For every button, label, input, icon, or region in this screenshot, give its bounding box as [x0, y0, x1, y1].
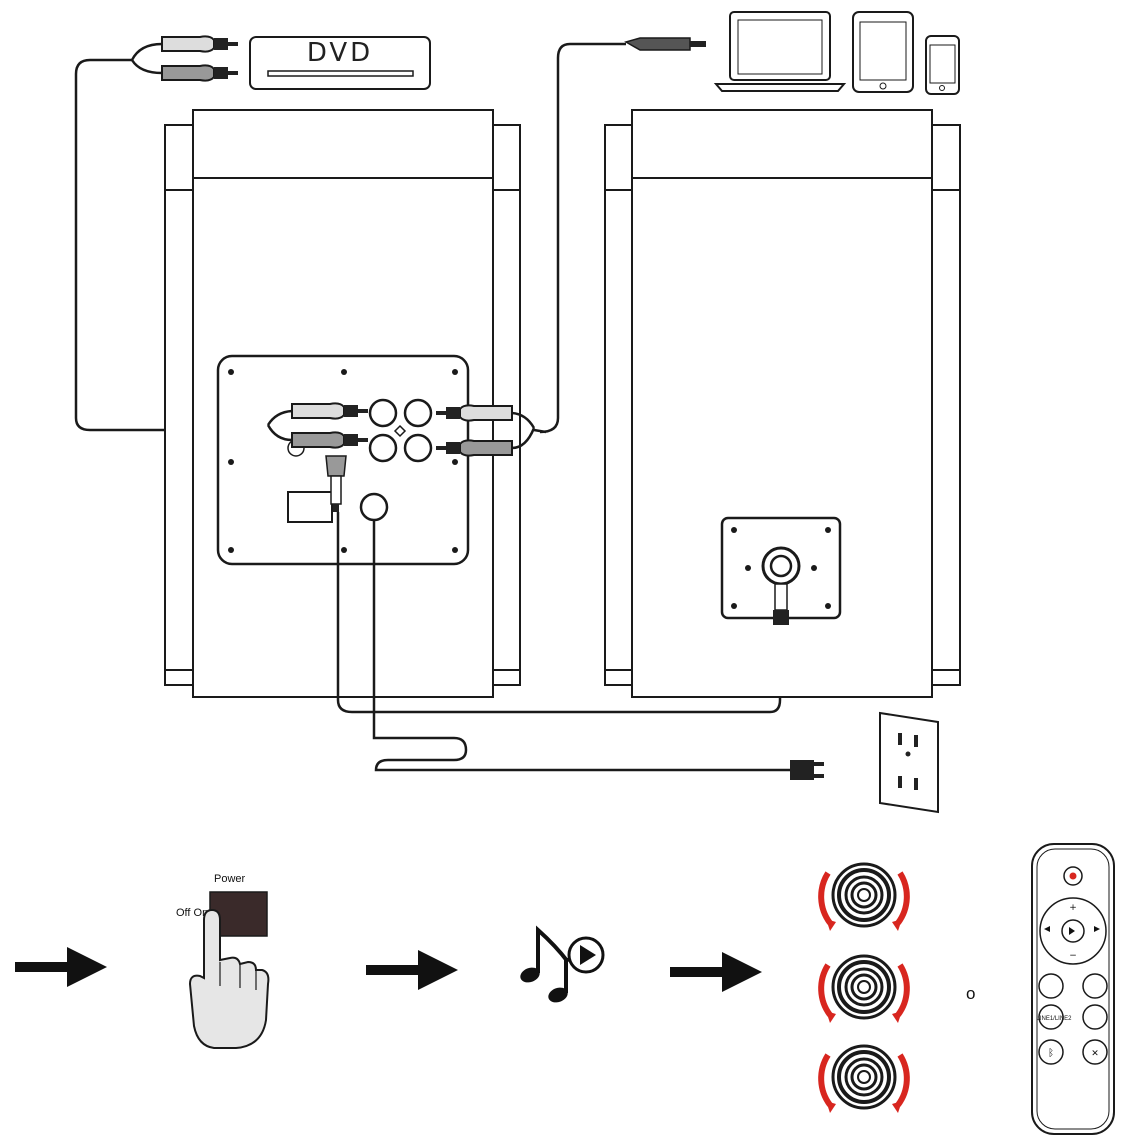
or-label: o [966, 984, 975, 1003]
remote-button-2[interactable] [1082, 973, 1108, 999]
wall-outlet-icon [879, 711, 939, 814]
power-label: Power [214, 873, 246, 885]
remote-button-4[interactable] [1082, 1004, 1108, 1030]
hand-press-icon: Power Off On [176, 873, 270, 1049]
remote-line-label: LINE1/LINE2 [1036, 1016, 1072, 1022]
remote-line-button[interactable] [1038, 1004, 1064, 1030]
dvd-rca-plugs [74, 35, 270, 432]
svg-text:+: + [1069, 903, 1077, 913]
music-play-icon [520, 925, 605, 1003]
power-plug [790, 760, 824, 780]
panel-rca-plugs [266, 402, 547, 457]
power-cable [372, 520, 790, 772]
volume-knob-icon [821, 864, 907, 931]
tablet-icon [852, 11, 914, 93]
treble-knob-icon [821, 1046, 907, 1113]
remote-mute-button[interactable] [1082, 1039, 1108, 1065]
dvd-player-icon: DVD [249, 36, 431, 90]
speaker-link-plug [325, 455, 782, 714]
right-speaker [604, 109, 961, 698]
laptop-icon [713, 11, 847, 92]
bass-knob-icon [821, 956, 907, 1023]
svg-text:✕: ✕ [1091, 1049, 1099, 1059]
arrow-right-icon [15, 947, 107, 987]
off-on-label: Off On [176, 907, 208, 919]
phone-icon [925, 35, 960, 95]
svg-text:ᛒ: ᛒ [1048, 1048, 1054, 1059]
remote-control-icon: + − LINE1/LINE2 ᛒ ✕ [1031, 843, 1115, 1135]
arrow-right-icon [670, 952, 762, 992]
remote-button-1[interactable] [1038, 973, 1064, 999]
left-speaker [164, 109, 521, 698]
remote-bluetooth-button[interactable] [1038, 1039, 1064, 1065]
aux-plug [539, 37, 706, 434]
svg-text:−: − [1069, 951, 1077, 961]
dvd-label: DVD [307, 38, 373, 68]
arrow-right-icon [366, 950, 458, 990]
